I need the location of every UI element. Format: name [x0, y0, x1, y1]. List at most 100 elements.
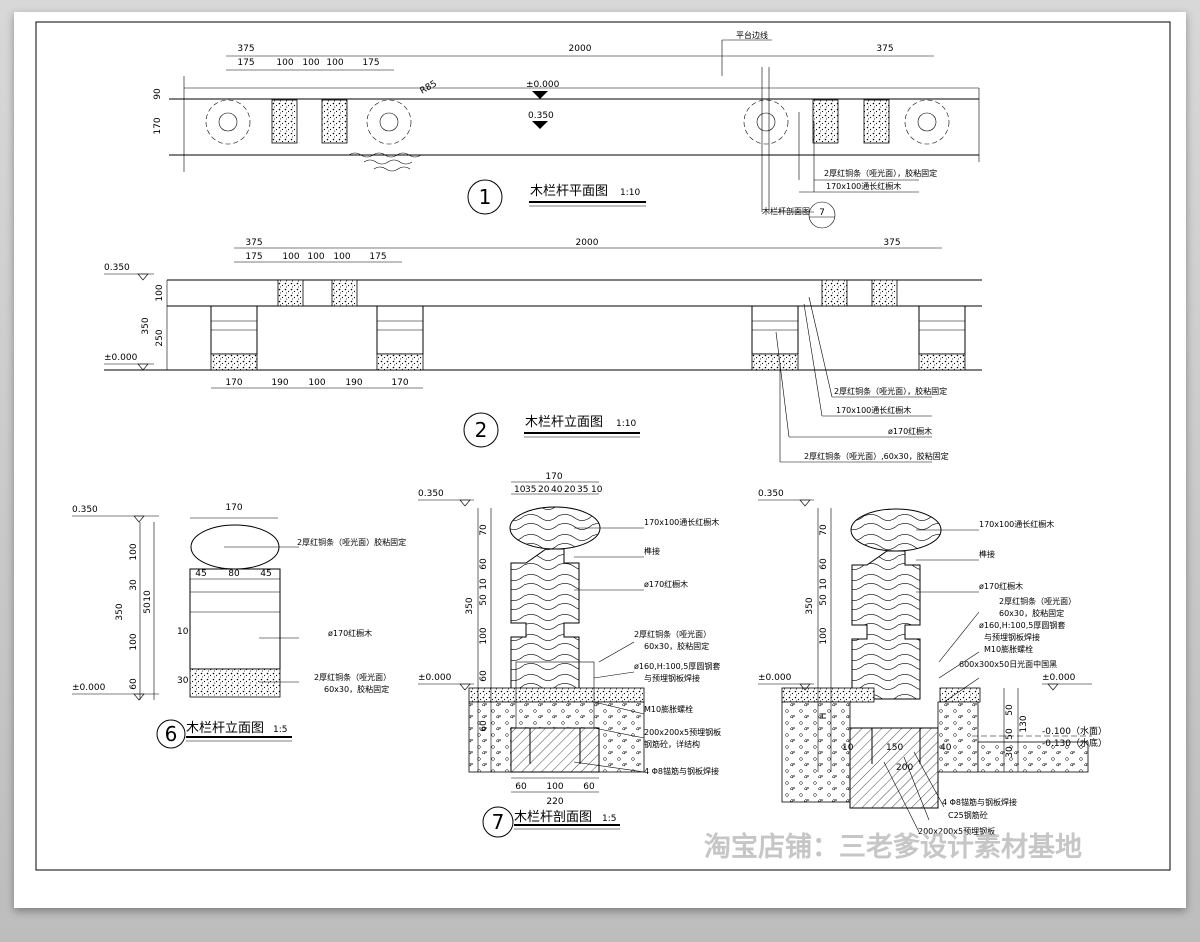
plan-level-0: ±0.000	[526, 80, 560, 90]
d8-dim-left-3: 50	[819, 594, 829, 606]
d8-level-1: ±0.000	[758, 673, 792, 683]
elev-scale: 1:10	[616, 419, 636, 429]
elev-dim-bottom-0: 170	[225, 378, 242, 388]
d8-level-bottom: -0.130（水底）	[1042, 737, 1107, 749]
d8-callout-3: 2厚红铜条（哑光面）	[999, 596, 1076, 606]
elev-callout-3: 2厚红铜条（哑光面）,60x30，胶粘固定	[804, 451, 949, 461]
d7-callout-8: 200x200x5预埋钢板	[644, 727, 721, 737]
plan-dim-left-0: 90	[153, 88, 163, 100]
d6-callout-0: 2厚红铜条（哑光面）胶粘固定	[297, 537, 406, 547]
d8-dim-bottom-0: 10	[842, 743, 854, 753]
d8-dim-right-1: 130	[1019, 715, 1029, 732]
d6-title: 木栏杆立面图	[186, 721, 264, 736]
d6-dim-left-6: 60	[129, 678, 139, 690]
d6-level-1: ±0.000	[72, 683, 106, 693]
d8-dim-right-2: 50	[1005, 728, 1015, 740]
d8-level-0: 0.350	[758, 489, 784, 499]
d6-dim-inner-4: 30	[177, 676, 189, 686]
d6-dim-inner-2: 45	[260, 569, 271, 579]
d8-callout-5: ø160,H:100,5厚圆钢套	[979, 620, 1065, 630]
d7-dim-sub-2: 20	[538, 485, 550, 495]
d7-dim-bottom-1: 100	[546, 782, 563, 792]
d8-callout-7: M10膨胀螺栓	[984, 644, 1033, 654]
d7-dim-sub-0: 10	[514, 485, 526, 495]
d8-callout-10: C25钢筋砼	[948, 810, 988, 820]
d7-dim-sub-1: 35	[525, 485, 536, 495]
d7-level-1: ±0.000	[418, 673, 452, 683]
plan-view: 375 175 100 100 100 175 2000 375 90 170 …	[153, 30, 980, 229]
d6-dim-top: 170	[225, 503, 242, 513]
plan-dim-top-1: 175	[237, 58, 254, 68]
elev-callout-0: 2厚红铜条（哑光面），胶粘固定	[834, 386, 947, 396]
d6-dim-inner-1: 80	[228, 569, 240, 579]
d7-dim-left-2: 10	[479, 578, 489, 590]
plan-dim-top-2: 100	[276, 58, 293, 68]
elev-dim-left-1: 350	[141, 317, 151, 334]
plan-callout-2: 木栏杆剖面图	[762, 206, 810, 216]
elev-dim-bottom-2: 100	[308, 378, 325, 388]
d8-dim-right-0: 50	[1005, 704, 1015, 716]
d7-dim-left-7: 60	[479, 720, 489, 732]
d7-scale: 1:5	[602, 814, 616, 824]
d7-callout-0: 170x100通长红橱木	[644, 517, 719, 527]
d7-callout-7: M10膨胀螺栓	[644, 704, 693, 714]
plan-radius: R85	[419, 79, 439, 97]
elev-dim-bottom-1: 190	[271, 378, 288, 388]
detail-7: 170 10 35 20 40 20 35 10 0.350 ±0.000 70…	[418, 472, 721, 838]
detail-6: 170 0.350 ±0.000 100 30 10 50 350 100 60…	[72, 503, 406, 749]
d6-dim-left-4: 350	[115, 603, 125, 620]
d8-dim-left-5: 100	[819, 627, 829, 644]
elev-callout-1: 170x100通长红橱木	[836, 405, 911, 415]
d8-callout-4: 60x30，胶粘固定	[999, 608, 1064, 618]
elev-dim-bottom-4: 170	[391, 378, 408, 388]
d6-dim-left-0: 100	[129, 543, 139, 560]
d6-dim-left-3: 50	[143, 602, 153, 614]
d7-title: 木栏杆剖面图	[514, 810, 592, 825]
watermark-text: 淘宝店铺：三老爹设计素材基地	[704, 831, 1082, 863]
d8-dim-bottom-3: 200	[896, 763, 913, 773]
elev-dim-top-3: 100	[307, 252, 324, 262]
elev-dim-top-2: 100	[282, 252, 299, 262]
elev-level-0: 0.350	[104, 263, 130, 273]
d6-callout-1: ø170红橱木	[328, 628, 372, 638]
plan-dim-top-5: 175	[362, 58, 379, 68]
d8-callout-11: 200x200x5预埋钢板	[918, 826, 995, 836]
d7-dim-left-0: 70	[479, 524, 489, 536]
d7-dim-bottom-2: 60	[583, 782, 595, 792]
d6-dim-left-1: 30	[129, 579, 139, 591]
drawing-sheet: 375 175 100 100 100 175 2000 375 90 170 …	[14, 12, 1186, 908]
d7-callout-1: 榫接	[644, 546, 660, 556]
detail-8: 0.350 ±0.000 ±0.000 -0.100（水面） -0.130（水底…	[758, 489, 1107, 836]
cad-drawing: 375 175 100 100 100 175 2000 375 90 170 …	[35, 21, 1171, 871]
d7-callout-2: ø170红橱木	[644, 579, 688, 589]
plan-view-number: 1	[479, 185, 492, 209]
elev-callout-2: ø170红橱木	[888, 426, 932, 436]
d6-dim-left-5: 100	[129, 633, 139, 650]
d6-dim-inner-0: 45	[195, 569, 206, 579]
d7-dim-left-5: 100	[479, 627, 489, 644]
d6-dim-left-2: 10	[143, 590, 153, 602]
d7-dim-sub-6: 10	[591, 485, 603, 495]
d7-callout-10: 4 Φ8锚筋与钢板焊接	[644, 766, 719, 776]
d7-callout-9: 钢筋砼，详结构	[644, 739, 700, 749]
elevation-view: 375 175 100 100 100 175 2000 375 100 350…	[104, 238, 982, 463]
d8-callout-1: 榫接	[979, 549, 995, 559]
d7-callout-5: ø160,H:100,5厚圆钢套	[634, 661, 720, 671]
d8-callout-9: 4 Φ8锚筋与钢板焊接	[942, 797, 1017, 807]
plan-section-ref: 7	[819, 208, 825, 218]
d6-callout-3: 60x30，胶粘固定	[324, 684, 389, 694]
d8-dim-left-6: H	[819, 713, 829, 720]
elev-title: 木栏杆立面图	[525, 415, 603, 430]
plan-dim-top-7: 375	[876, 44, 893, 54]
d8-dim-bottom-2: 40	[940, 743, 952, 753]
d8-callout-8: 600x300x50日光面中国黑	[959, 659, 1057, 669]
elev-view-number: 2	[475, 418, 488, 442]
plan-callout-0: 2厚红铜条（哑光面），胶粘固定	[824, 168, 937, 178]
post-elev	[210, 305, 966, 371]
d8-callout-0: 170x100通长红橱木	[979, 519, 1054, 529]
elev-level-1: ±0.000	[104, 353, 138, 363]
d7-dim-sub-3: 40	[551, 485, 563, 495]
d7-dim-left-1: 60	[479, 558, 489, 570]
d7-view-number: 7	[492, 810, 505, 834]
d7-callout-3: 2厚红铜条（哑光面）	[634, 629, 711, 639]
